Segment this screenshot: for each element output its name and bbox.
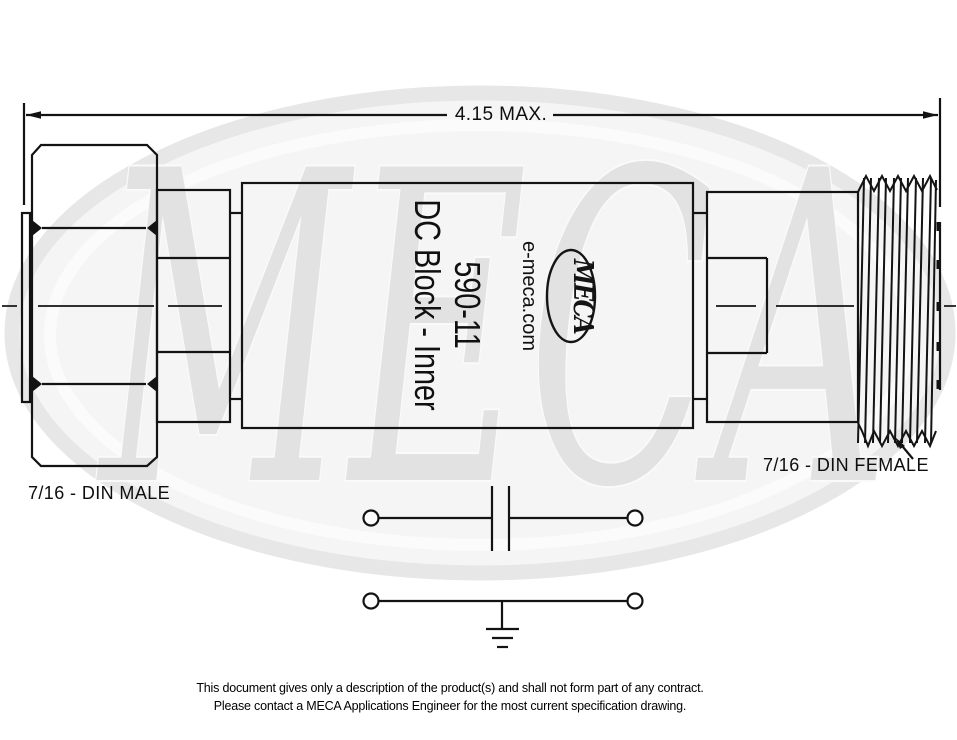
website-label: e-meca.com — [518, 240, 540, 352]
meca-logo: MECA — [545, 248, 598, 344]
disclaimer: This document gives only a description o… — [0, 679, 900, 715]
meca-logo-ellipse — [545, 248, 597, 344]
dimension-arrow-left — [26, 111, 41, 119]
thread-end-face — [936, 222, 942, 390]
part-number: 590-11 — [447, 261, 488, 349]
thread-section — [857, 173, 938, 449]
body-drawing — [240, 181, 695, 430]
ground-symbol — [486, 601, 519, 649]
schematic-symbol — [362, 486, 644, 649]
female-connector-drawing — [693, 173, 942, 460]
watermark-ellipse-highlight — [44, 119, 916, 551]
watermark-ellipse — [4, 85, 956, 581]
female-connector-label: 7/16 - DIN FEMALE — [763, 455, 929, 475]
male-connector-label: 7/16 - DIN MALE — [28, 483, 171, 503]
dimension-arrow-right — [923, 111, 938, 119]
disclaimer-line1: This document gives only a description o… — [196, 681, 704, 695]
part-description: DC Block - Inner — [407, 199, 448, 411]
female-label-leader — [895, 437, 914, 460]
meca-logo-text: MECA — [567, 258, 598, 334]
dimension-annotation — [22, 98, 942, 207]
part-text-block: 590-11 DC Block - Inner — [407, 193, 488, 417]
male-connector-drawing — [20, 143, 242, 468]
dimension-label: 4.15 MAX. — [454, 104, 548, 125]
disclaimer-line2: Please contact a MECA Applications Engin… — [213, 699, 687, 713]
